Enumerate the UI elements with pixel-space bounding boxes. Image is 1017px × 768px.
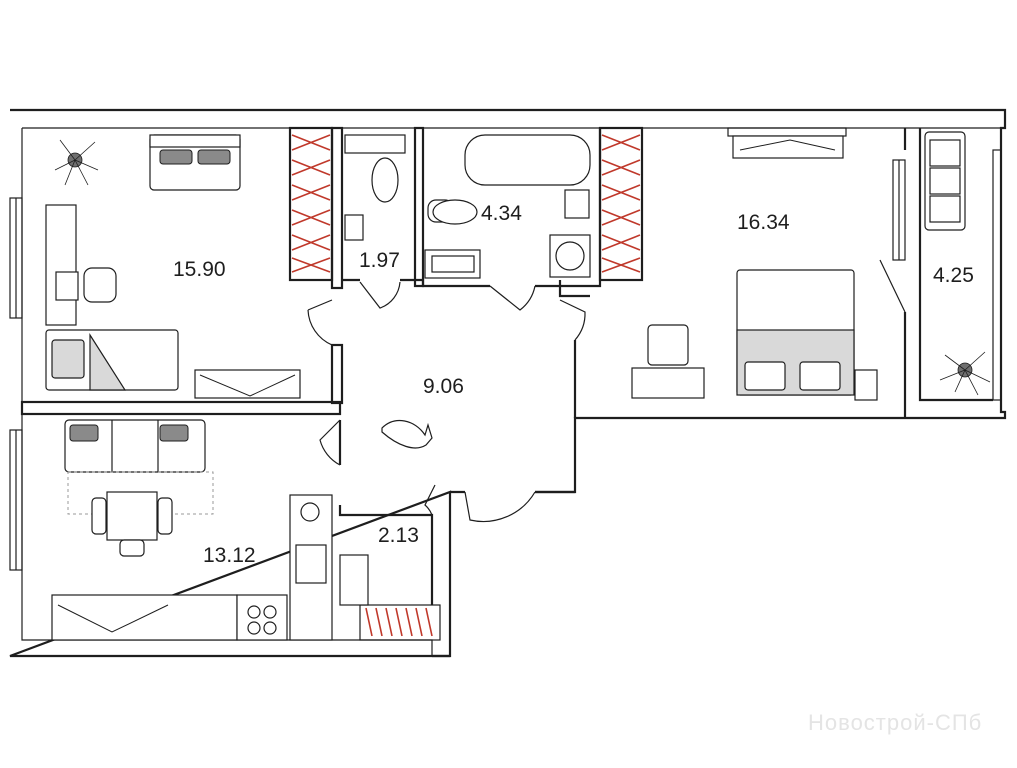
area-label-bedroom-right: 16.34 xyxy=(737,211,790,234)
kitchen-furniture xyxy=(51,419,369,641)
area-label-storage: 2.13 xyxy=(378,524,419,547)
right-bedroom-furniture xyxy=(631,131,991,401)
outer-walls xyxy=(9,108,1007,658)
cat-icon xyxy=(381,419,433,449)
area-label-bedroom-left: 15.90 xyxy=(173,258,226,281)
bathroom-fixtures xyxy=(344,134,591,279)
area-label-kitchen-living: 13.12 xyxy=(203,544,256,567)
area-label-balcony: 4.25 xyxy=(933,264,974,287)
vent-hatching xyxy=(291,134,641,637)
area-labels: 15.90 1.97 4.34 16.34 4.25 9.06 13.12 2.… xyxy=(173,202,974,567)
plant-icon xyxy=(939,351,991,396)
doors xyxy=(307,259,906,523)
inner-walls xyxy=(20,126,993,641)
area-label-bathroom-bath: 4.34 xyxy=(481,202,522,225)
left-bedroom-furniture xyxy=(45,134,301,399)
watermark: Новострой-СПб xyxy=(808,710,982,735)
area-label-bathroom-wc: 1.97 xyxy=(359,249,400,272)
hallway-decor xyxy=(381,419,433,449)
area-label-hallway: 9.06 xyxy=(423,375,464,398)
plant-icon xyxy=(54,139,99,186)
